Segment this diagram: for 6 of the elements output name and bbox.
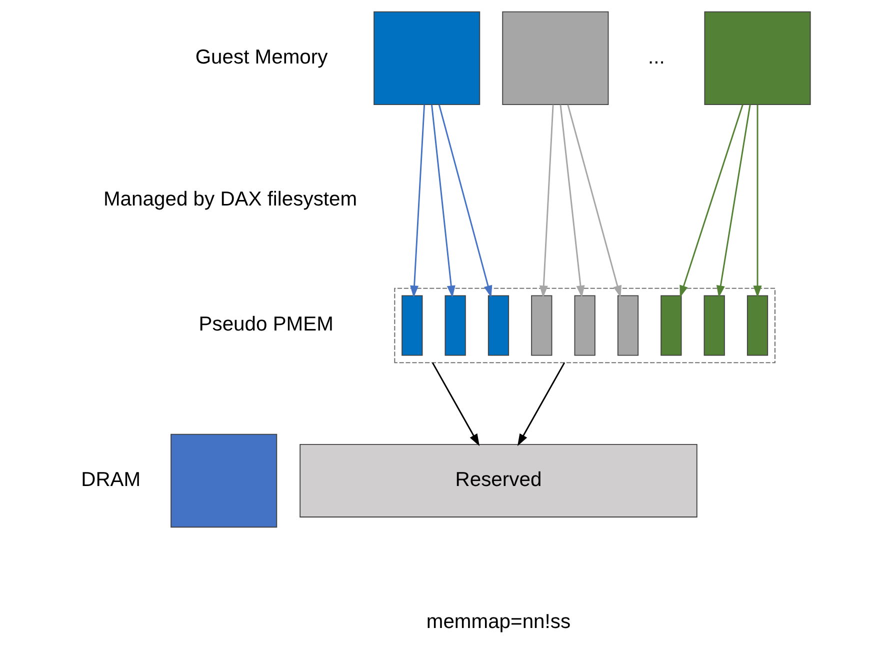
label: memmap=nn!ss: [426, 610, 571, 633]
label: ...: [648, 46, 665, 68]
label: Managed by DAX filesystem: [103, 188, 358, 210]
label: Guest Memory: [195, 46, 328, 68]
label: DRAM: [81, 468, 141, 491]
label: Pseudo PMEM: [198, 314, 334, 336]
